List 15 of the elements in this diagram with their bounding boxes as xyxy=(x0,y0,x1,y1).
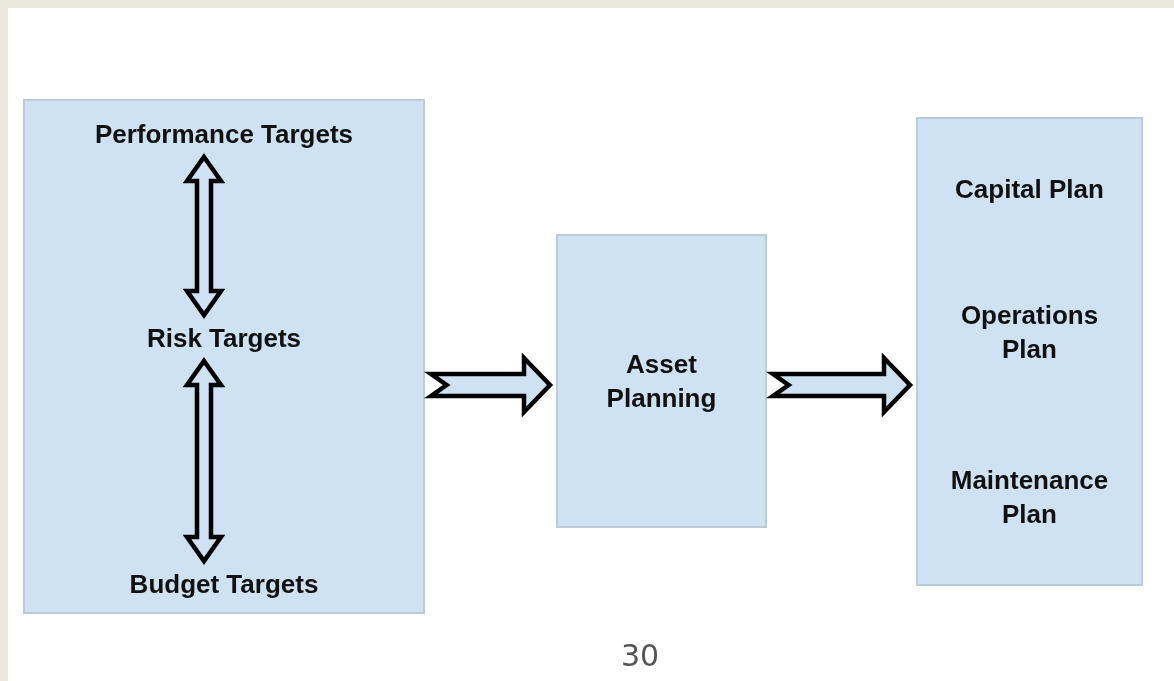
block-arrow xyxy=(423,352,554,418)
box-label: Asset Planning xyxy=(605,348,718,415)
group-box xyxy=(23,99,425,614)
target-label: Maintenance Plan xyxy=(949,464,1110,531)
target-label: Risk Targets xyxy=(146,322,302,355)
target-label: Performance Targets xyxy=(94,118,354,151)
process-box xyxy=(556,234,767,528)
block-arrow xyxy=(765,352,914,418)
group-box xyxy=(916,117,1143,586)
target-label: Budget Targets xyxy=(129,568,319,601)
target-label: Operations Plan xyxy=(959,299,1100,366)
block-arrow xyxy=(182,153,226,319)
page-number: 30 xyxy=(619,638,661,673)
block-arrow xyxy=(182,357,226,565)
target-label: Capital Plan xyxy=(955,173,1104,206)
